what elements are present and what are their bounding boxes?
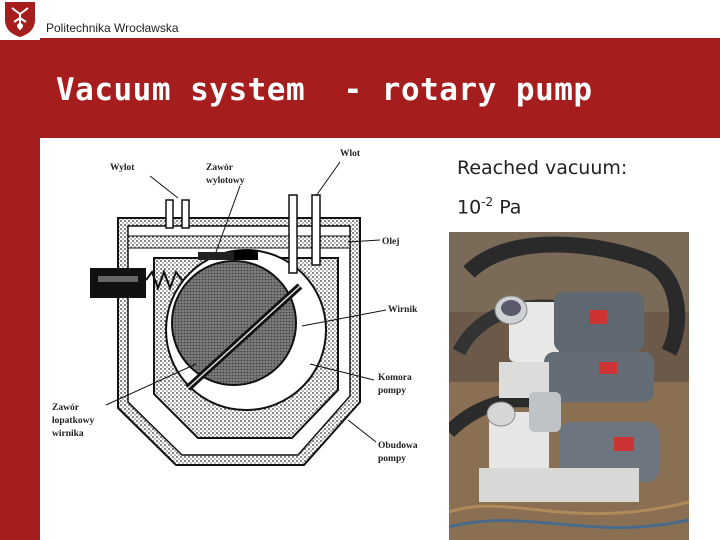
title-band [40,38,720,138]
label-olej: Olej [382,237,399,247]
rotary-pump-diagram: Wylot Zawór wylotowy Wlot Olej Wirnik Ko… [52,149,418,466]
inlet-pipe [288,194,321,274]
label-obudowa-2: pompy [378,454,406,464]
label-obudowa-1: Obudowa [378,441,418,451]
label-zawor-lopatkowy-3: wirnika [52,429,84,439]
outlet-pipes [165,199,258,260]
label-komora-2: pompy [378,386,406,396]
rotor [171,260,303,391]
vacuum-base: 10 [457,196,482,219]
label-zawor-wylotowy-1: Zawór [206,163,234,173]
university-name: Politechnika Wrocławska [46,21,179,35]
label-wirnik: Wirnik [388,305,418,315]
leader-lines [105,161,387,443]
reached-vacuum-block: Reached vacuum: 10-2 Pa [457,151,627,224]
rotary-pumps-photo [449,232,689,540]
vacuum-unit: Pa [493,196,522,219]
label-wlot: Wlot [340,149,361,159]
slide-title: Vacuum system - rotary pump [56,72,593,108]
label-komora-1: Komora [378,373,412,383]
label-zawor-lopatkowy-2: łopatkowy [52,416,94,426]
label-zawor-wylotowy-2: wylotowy [206,176,245,186]
university-crest-icon [2,0,38,38]
left-accent-bar [0,0,40,540]
reached-vacuum-value: 10-2 Pa [457,185,627,224]
label-zawor-lopatkowy-1: Zawór [52,403,80,413]
label-wylot: Wylot [110,163,135,173]
header: Politechnika Wrocławska [0,0,720,40]
vane-valve [90,268,183,298]
reached-vacuum-label: Reached vacuum: [457,157,628,179]
vacuum-exponent: -2 [481,195,494,209]
